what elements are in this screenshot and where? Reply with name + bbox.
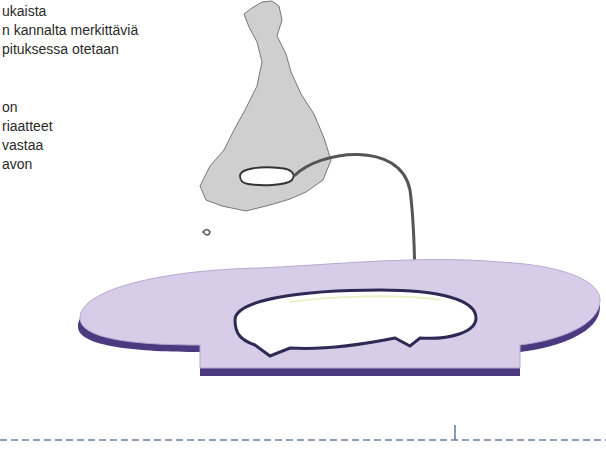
note-text: n kannalta merkittäviä <box>2 22 138 38</box>
finland-map <box>200 1 331 211</box>
note-text: avon <box>2 156 32 172</box>
tick <box>454 425 456 440</box>
note-text: pituksessa otetaan <box>2 41 119 57</box>
note-text: vastaa <box>2 137 43 153</box>
lake-outline <box>240 167 294 185</box>
note-text: riaatteet <box>2 118 53 134</box>
island <box>203 230 210 236</box>
dashed-line <box>0 439 606 441</box>
note-text: ukaista <box>2 3 46 19</box>
note-text: on <box>2 99 18 115</box>
enlarged-lake <box>235 290 476 356</box>
lake-shading <box>290 296 440 302</box>
enlarged-region <box>80 260 600 368</box>
